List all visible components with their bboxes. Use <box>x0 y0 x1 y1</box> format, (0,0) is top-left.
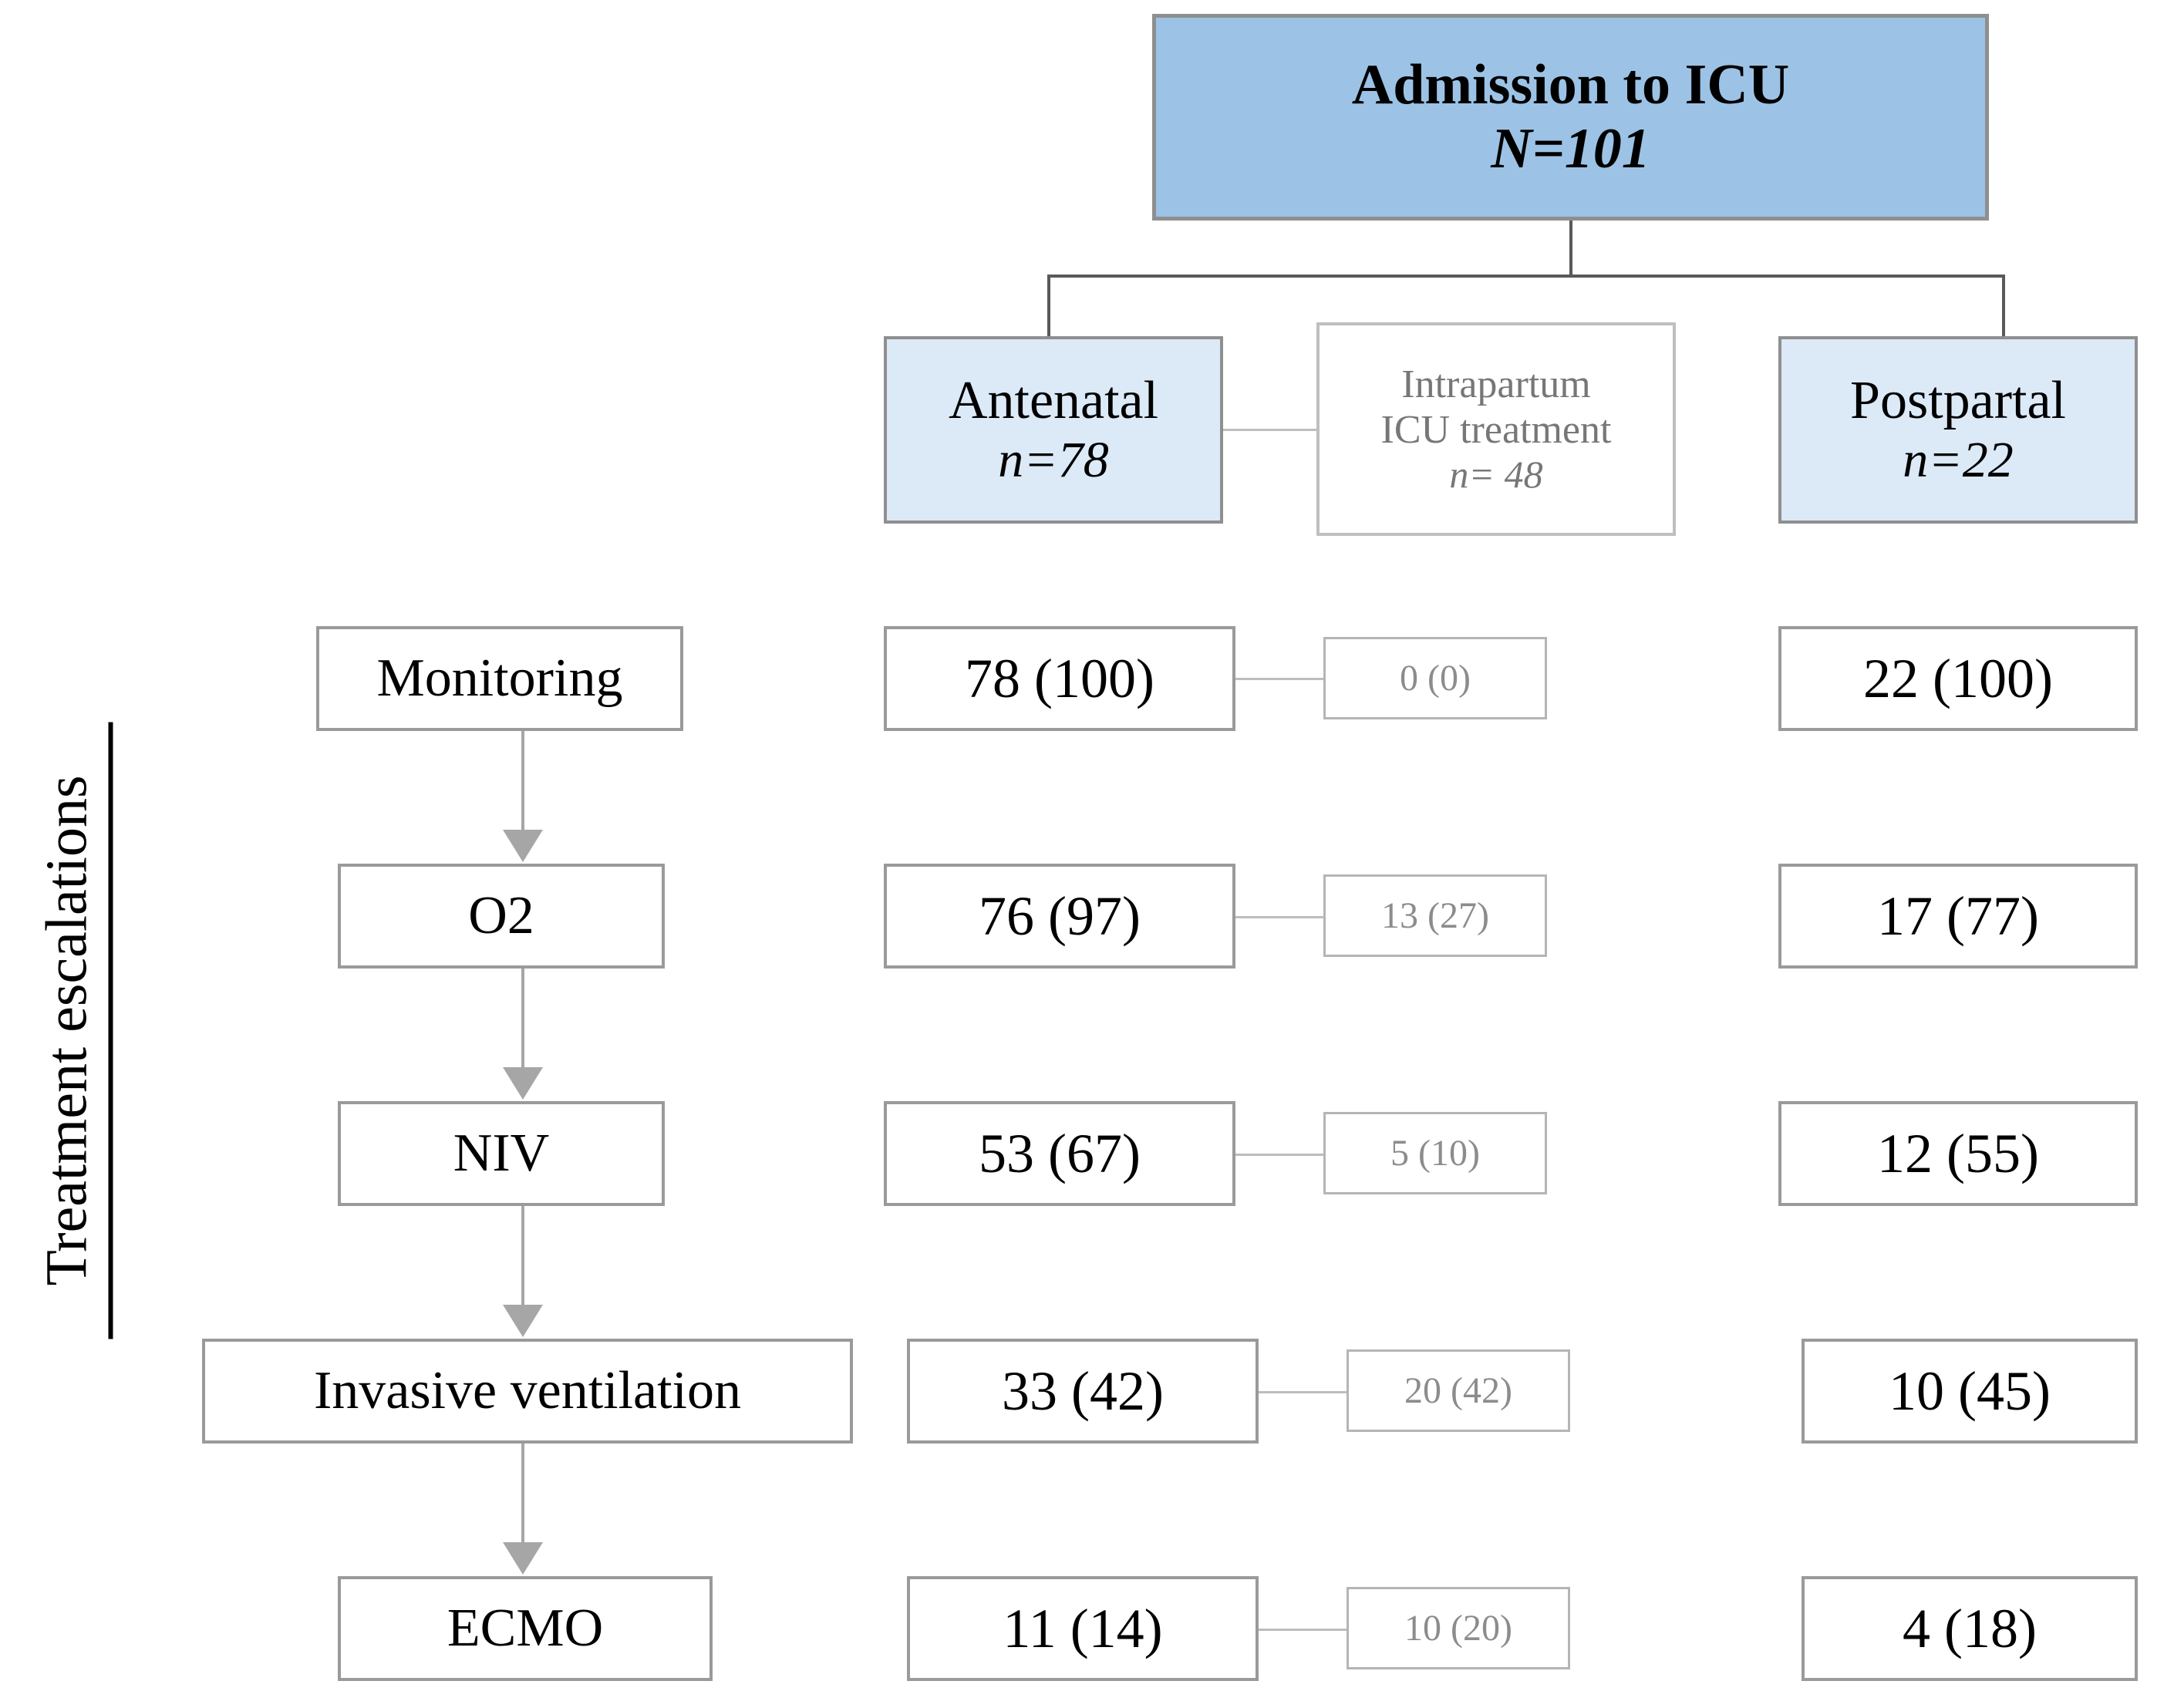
intrapartum-line2: ICU treatment <box>1380 407 1612 452</box>
connector-row1 <box>1235 678 1323 680</box>
arrow-head-monitoring-to-o2 <box>503 830 543 862</box>
value-text: 4 (18) <box>1903 1597 2037 1659</box>
intrapartum-count: n= 48 <box>1449 452 1543 496</box>
arrow-line-niv-to-invasive <box>521 1206 524 1305</box>
arrow-line-monitoring-to-o2 <box>521 731 524 830</box>
value-antenatal-ecmo: 11 (14) <box>907 1576 1259 1681</box>
step-label: NIV <box>453 1123 550 1183</box>
value-intrapartum-monitoring: 0 (0) <box>1323 637 1547 719</box>
connector-row4 <box>1259 1391 1347 1393</box>
value-antenatal-niv: 53 (67) <box>884 1101 1235 1206</box>
value-text: 10 (45) <box>1889 1359 2051 1422</box>
axis-label-treatment-escalations: Treatment escalations <box>33 722 113 1339</box>
intrapartum-line1: Intrapartum <box>1401 362 1591 407</box>
value-postpartal-ecmo: 4 (18) <box>1802 1576 2138 1681</box>
value-text: 76 (97) <box>979 884 1141 947</box>
node-step-o2: O2 <box>338 864 665 969</box>
step-label: O2 <box>468 885 534 945</box>
value-text: 12 (55) <box>1877 1122 2039 1184</box>
value-text: 5 (10) <box>1390 1132 1480 1174</box>
connector-bus-to-antenatal <box>1047 275 1050 338</box>
node-step-niv: NIV <box>338 1101 665 1206</box>
value-text: 0 (0) <box>1400 657 1471 699</box>
antenatal-label: Antenatal <box>948 371 1159 431</box>
postpartal-count: n=22 <box>1903 431 2014 488</box>
value-text: 53 (67) <box>979 1122 1141 1184</box>
value-postpartal-niv: 12 (55) <box>1778 1101 2138 1206</box>
node-step-invasive-ventilation: Invasive ventilation <box>202 1339 853 1444</box>
node-postpartal: Postpartal n=22 <box>1778 336 2138 524</box>
value-postpartal-invasive-ventilation: 10 (45) <box>1802 1339 2138 1444</box>
value-text: 20 (42) <box>1404 1369 1512 1411</box>
arrow-head-niv-to-invasive <box>503 1305 543 1337</box>
node-step-monitoring: Monitoring <box>316 626 683 731</box>
value-intrapartum-ecmo: 10 (20) <box>1347 1587 1570 1669</box>
value-text: 17 (77) <box>1877 884 2039 947</box>
root-count: N=101 <box>1491 117 1650 180</box>
value-intrapartum-o2: 13 (27) <box>1323 874 1547 957</box>
value-postpartal-o2: 17 (77) <box>1778 864 2138 969</box>
value-antenatal-invasive-ventilation: 33 (42) <box>907 1339 1259 1444</box>
connector-antenatal-to-intrapartum <box>1223 429 1316 431</box>
node-admission-to-icu: Admission to ICU N=101 <box>1152 14 1989 221</box>
arrow-head-o2-to-niv <box>503 1067 543 1100</box>
value-antenatal-o2: 76 (97) <box>884 864 1235 969</box>
connector-row5 <box>1259 1629 1347 1631</box>
node-antenatal: Antenatal n=78 <box>884 336 1223 524</box>
value-postpartal-monitoring: 22 (100) <box>1778 626 2138 731</box>
root-title: Admission to ICU <box>1351 53 1790 117</box>
node-step-ecmo: ECMO <box>338 1576 713 1681</box>
arrow-line-o2-to-niv <box>521 969 524 1067</box>
step-label: ECMO <box>447 1598 604 1658</box>
step-label: Invasive ventilation <box>313 1360 742 1420</box>
antenatal-count: n=78 <box>998 431 1109 488</box>
value-intrapartum-invasive-ventilation: 20 (42) <box>1347 1349 1570 1432</box>
value-text: 22 (100) <box>1863 647 2053 709</box>
connector-bus-to-postpartal <box>2002 275 2005 338</box>
node-intrapartum: Intrapartum ICU treatment n= 48 <box>1316 322 1676 536</box>
value-text: 13 (27) <box>1381 894 1489 936</box>
arrow-head-invasive-to-ecmo <box>503 1542 543 1575</box>
value-text: 10 (20) <box>1404 1607 1512 1649</box>
connector-row3 <box>1235 1154 1323 1156</box>
connector-bus <box>1047 275 2005 278</box>
value-intrapartum-niv: 5 (10) <box>1323 1112 1547 1194</box>
value-text: 78 (100) <box>965 647 1154 709</box>
value-antenatal-monitoring: 78 (100) <box>884 626 1235 731</box>
value-text: 33 (42) <box>1002 1359 1164 1422</box>
step-label: Monitoring <box>376 648 623 708</box>
arrow-line-invasive-to-ecmo <box>521 1444 524 1542</box>
connector-row2 <box>1235 916 1323 918</box>
connector-root-stem <box>1569 221 1572 276</box>
postpartal-label: Postpartal <box>1850 371 2066 431</box>
value-text: 11 (14) <box>1003 1597 1163 1659</box>
